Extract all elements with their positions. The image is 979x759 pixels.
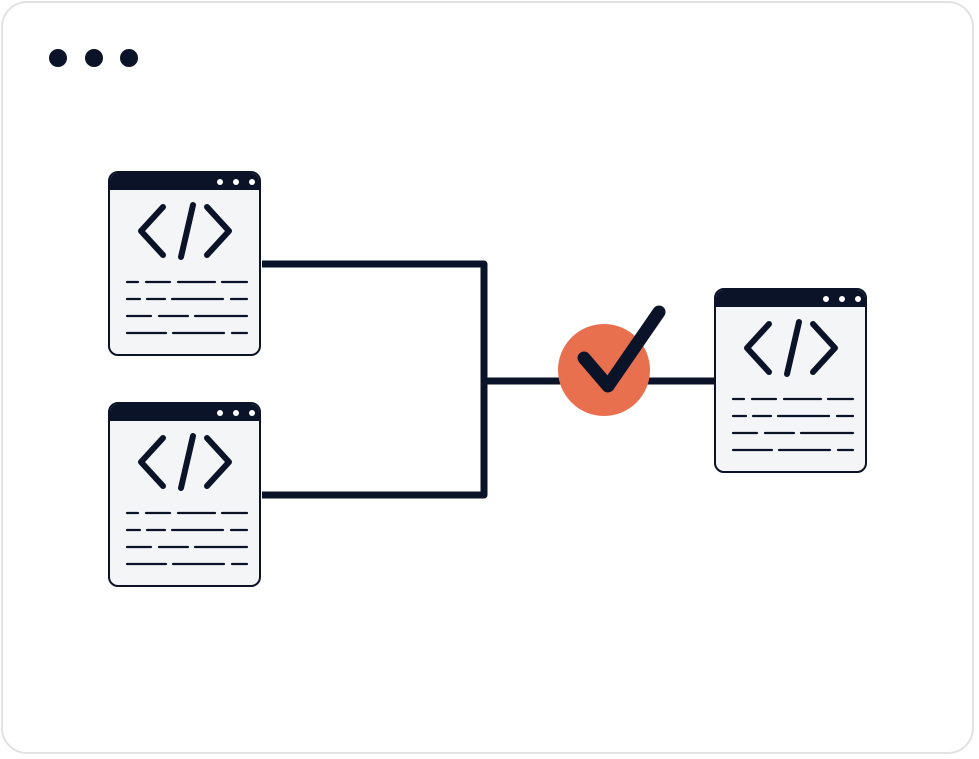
window-control-dot-1 — [49, 49, 67, 67]
text-lines — [731, 397, 855, 452]
text-lines — [125, 280, 249, 335]
check-icon — [577, 305, 666, 393]
text-lines — [125, 511, 249, 566]
window-control-dot-2 — [85, 49, 103, 67]
window-titlebar — [110, 173, 259, 190]
window-control-dot-3 — [120, 49, 138, 67]
merged-file-window — [714, 288, 867, 473]
code-brackets-icon — [744, 319, 838, 377]
code-brackets-icon — [138, 202, 232, 260]
window-titlebar — [716, 290, 865, 307]
source-file-window-1 — [108, 171, 261, 356]
window-titlebar — [110, 404, 259, 421]
source-file-window-2 — [108, 402, 261, 587]
code-brackets-icon — [138, 433, 232, 491]
